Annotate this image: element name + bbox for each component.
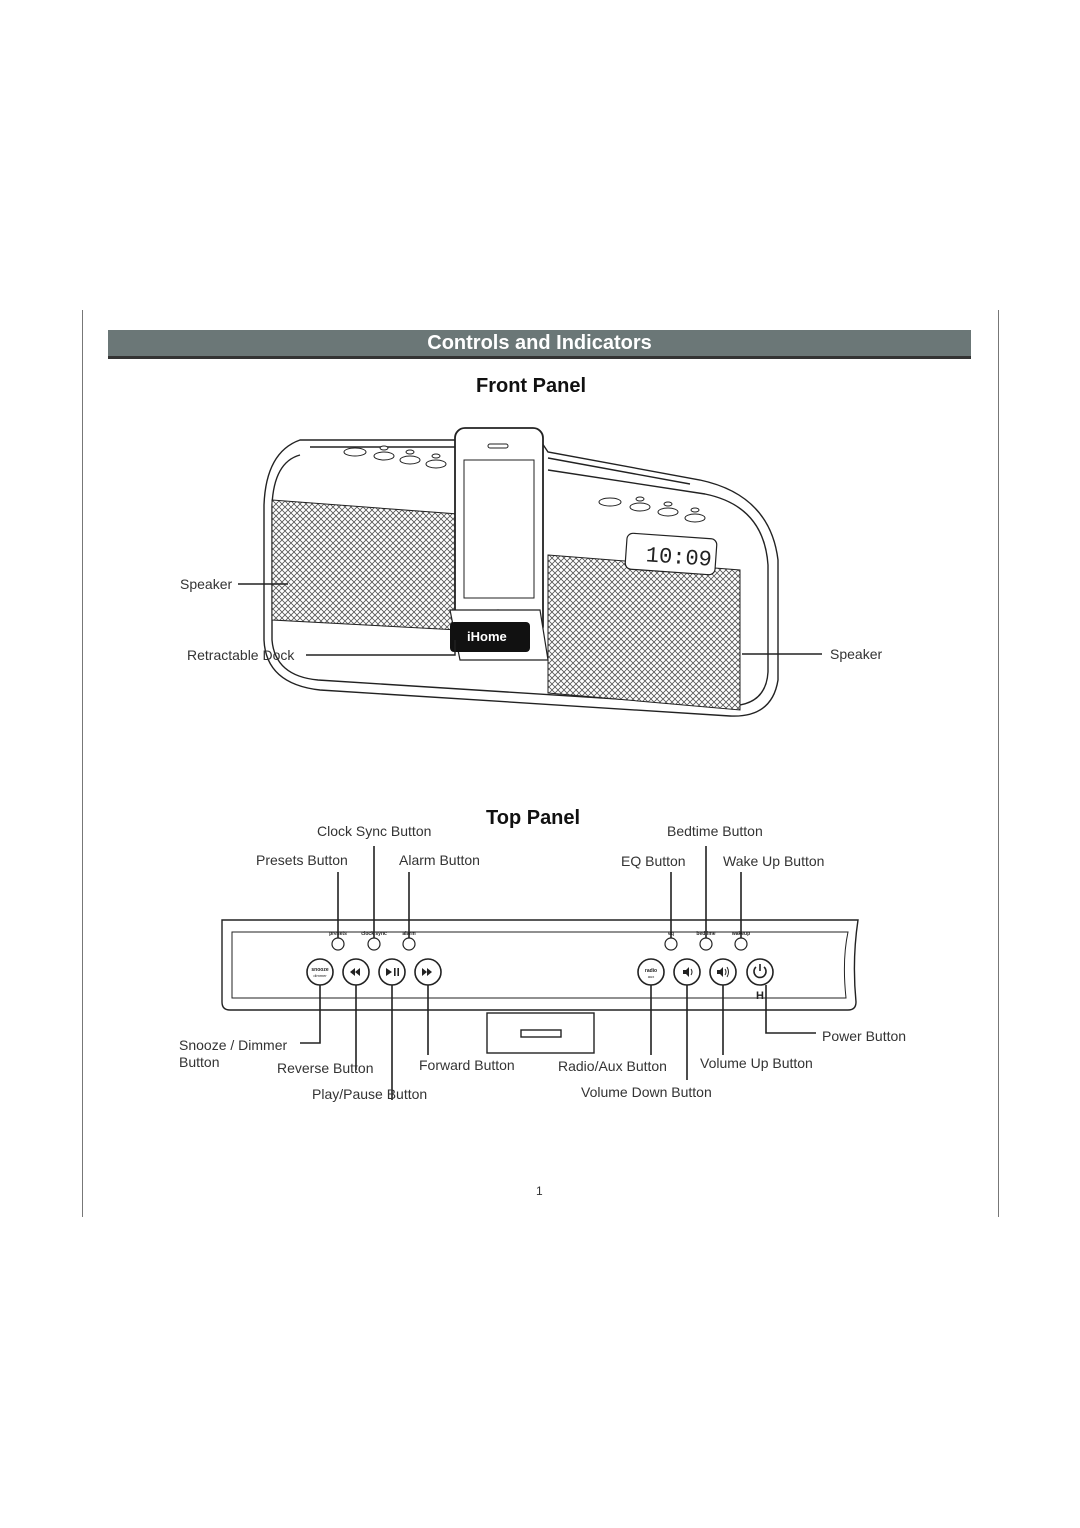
volume-up-icon	[717, 967, 723, 977]
label-retractable-dock: Retractable Dock	[187, 647, 295, 663]
label-play-pause: Play/Pause Button	[312, 1086, 428, 1102]
docked-phone	[454, 427, 544, 637]
ihome-mark: H	[756, 990, 764, 1002]
front-panel-title: Front Panel	[476, 375, 587, 397]
top-panel-body	[221, 919, 859, 1054]
label-volume-up: Volume Up Button	[700, 1055, 813, 1071]
label-alarm: Alarm Button	[399, 852, 480, 868]
label-presets: Presets Button	[256, 852, 348, 868]
front-top-buttons	[343, 445, 706, 523]
top-large-buttons	[306, 958, 774, 986]
label-volume-down: Volume Down Button	[581, 1084, 712, 1100]
page-number: 1	[536, 1184, 543, 1198]
power-icon	[753, 966, 767, 979]
snooze-glyph: snooze	[311, 967, 328, 973]
top-panel-title: Top Panel	[486, 807, 581, 829]
label-speaker-left: Speaker	[180, 576, 233, 592]
speaker-grille-left	[271, 499, 459, 631]
lcd-display: 10:09	[624, 532, 718, 576]
lcd-time: 10:09	[645, 543, 713, 573]
pause-icon	[394, 968, 396, 976]
retractable-dock: iHome	[449, 609, 549, 661]
play-icon	[386, 968, 392, 976]
radio-glyph: radio	[645, 968, 657, 974]
label-radio-aux: Radio/Aux Button	[558, 1058, 667, 1074]
leader-dock	[306, 640, 456, 656]
rewind-icon	[350, 968, 360, 976]
aux-glyph: aux	[648, 974, 654, 979]
section-header: Controls and Indicators	[108, 330, 971, 359]
label-power: Power Button	[822, 1028, 907, 1044]
left-margin-line	[82, 310, 83, 1217]
right-margin-line	[998, 310, 999, 1217]
volume-down-icon	[683, 967, 689, 977]
dock-logo: iHome	[467, 629, 507, 644]
label-forward: Forward Button	[419, 1057, 515, 1073]
label-snooze-dimmer-2: Button	[179, 1054, 220, 1070]
button-glyphs: snooze dimmer radio aux	[311, 967, 723, 979]
top-small-buttons	[331, 937, 748, 951]
label-eq: EQ Button	[621, 853, 686, 869]
label-snooze-dimmer: Snooze / Dimmer	[179, 1037, 288, 1053]
dimmer-glyph: dimmer	[313, 973, 327, 978]
label-bedtime: Bedtime Button	[667, 823, 763, 839]
label-reverse: Reverse Button	[277, 1060, 374, 1076]
label-speaker-right: Speaker	[830, 646, 883, 662]
label-clock-sync: Clock Sync Button	[317, 823, 432, 839]
top-leader-lines	[300, 846, 816, 1100]
speaker-grille-right	[547, 554, 741, 711]
label-wakeup: Wake Up Button	[723, 853, 825, 869]
forward-icon	[422, 968, 432, 976]
